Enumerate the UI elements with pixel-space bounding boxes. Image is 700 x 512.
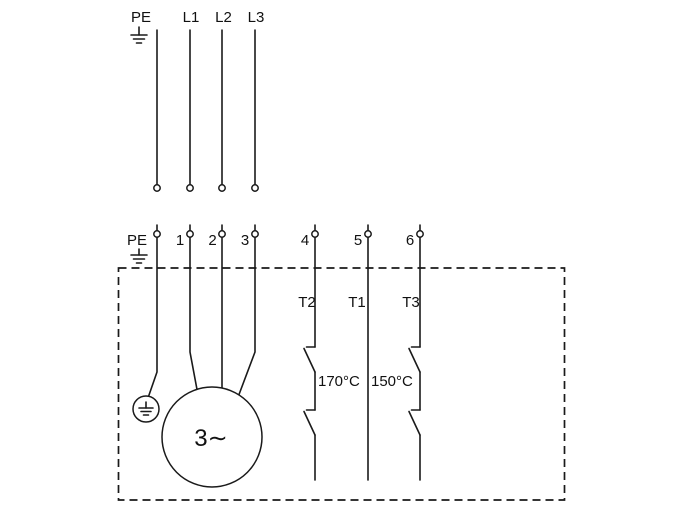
terminal-stubs (156, 224, 421, 232)
terminal-number-5: 5 (354, 232, 362, 249)
thermal-t3-label: T3 (402, 294, 420, 311)
phase-label-l2: L2 (215, 9, 232, 26)
terminal-strip: PE 1 2 3 4 5 6 (127, 224, 424, 264)
cable-end-terminal (186, 184, 194, 192)
phase-label-l1: L1 (183, 9, 200, 26)
supply-earth-icon (130, 26, 148, 44)
cable-end-terminal (153, 184, 161, 192)
thermal-circuit: T2 T1 T3 (298, 236, 421, 481)
thermal-switch-contact (303, 409, 316, 436)
terminal-point (153, 230, 161, 238)
terminal-point (311, 230, 319, 238)
terminal-point (186, 230, 194, 238)
terminal-number-2: 2 (208, 232, 216, 249)
terminal-point (251, 230, 259, 238)
wire-pe-to-ground (147, 236, 158, 398)
cable-end-terminal (218, 184, 226, 192)
terminal-point (218, 230, 226, 238)
thermal-t2-label: T2 (298, 294, 316, 311)
wire-terminal-3-to-motor (238, 236, 256, 396)
motor-label: 3∼ (194, 425, 227, 452)
motor-circuit: 3∼ (132, 236, 263, 488)
thermal-switch-contact (303, 346, 316, 373)
protective-earth-circle-icon (132, 395, 160, 423)
enclosure-outline (117, 267, 566, 501)
terminal-number-1: 1 (176, 232, 184, 249)
terminal-number-3: 3 (241, 232, 249, 249)
motor-circle (161, 386, 263, 488)
thermal-temp-170c: 170°C (318, 373, 360, 390)
thermal-switch-contact (408, 409, 421, 436)
supply-section: PE L1 L2 L3 (130, 9, 265, 192)
cable-end-terminal (251, 184, 259, 192)
terminal-points (153, 230, 424, 238)
wire-terminal-1-to-motor (189, 236, 198, 391)
thermal-switch-contact (408, 346, 421, 373)
terminal-point (364, 230, 372, 238)
terminal-pe-label: PE (127, 232, 147, 249)
terminal-number-6: 6 (406, 232, 414, 249)
supply-cable-end-terminals (153, 184, 259, 192)
thermal-wire-6 (408, 236, 421, 481)
phase-label-l3: L3 (248, 9, 265, 26)
supply-pe-label: PE (131, 9, 151, 26)
supply-conductors (156, 29, 256, 186)
terminal-number-4: 4 (301, 232, 309, 249)
terminal-earth-icon (130, 248, 148, 264)
terminal-point (416, 230, 424, 238)
thermal-temp-150c: 150°C (371, 373, 413, 390)
thermal-wire-4 (303, 236, 316, 481)
thermal-t1-label: T1 (348, 294, 366, 311)
